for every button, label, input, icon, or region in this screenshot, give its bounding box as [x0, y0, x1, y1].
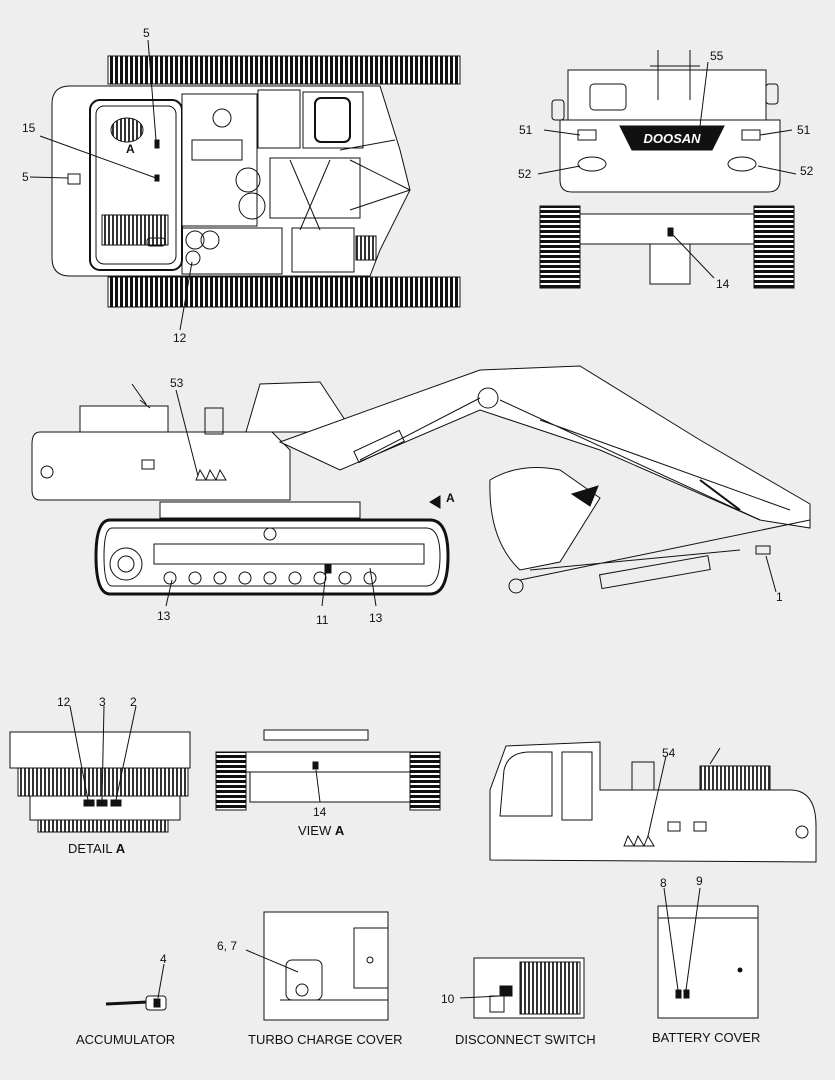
callout-51-right: 51: [797, 123, 811, 137]
detail-a-drawing: [9, 731, 191, 833]
callout-8: 8: [660, 876, 667, 890]
view-a-drawing: [215, 729, 441, 811]
callout-54: 54: [662, 746, 676, 760]
view-a-arrow-label: A: [446, 491, 455, 505]
callout-12-top: 12: [173, 331, 187, 345]
callout-15: 15: [22, 121, 36, 135]
accumulator-drawing: [105, 995, 167, 1011]
callout-view-a-marker: A: [126, 142, 135, 156]
battery-cover-drawing: [657, 905, 759, 1019]
view-a-caption: VIEW A: [298, 823, 345, 838]
callout-5-left: 5: [22, 170, 29, 184]
leader-lines: [29, 39, 797, 999]
callout-4: 4: [160, 952, 167, 966]
callout-52-right: 52: [800, 164, 814, 178]
callout-13-left: 13: [157, 609, 171, 623]
callout-6-7: 6, 7: [217, 939, 238, 953]
rear-view-drawing: DOOSAN: [539, 50, 795, 289]
callout-9: 9: [696, 874, 703, 888]
callout-55: 55: [710, 49, 724, 63]
cab-view-drawing: [489, 741, 817, 863]
callout-10: 10: [441, 992, 455, 1006]
battery-cover-caption: BATTERY COVER: [652, 1030, 761, 1045]
callout-13-right: 13: [369, 611, 383, 625]
disconnect-switch-drawing: [473, 957, 585, 1019]
doosan-logo: DOOSAN: [643, 131, 701, 146]
callout-3: 3: [99, 695, 106, 709]
callout-5-top: 5: [143, 26, 150, 40]
disconnect-switch-caption: DISCONNECT SWITCH: [455, 1032, 596, 1047]
top-view-drawing: [51, 55, 461, 308]
accumulator-caption: ACCUMULATOR: [76, 1032, 176, 1047]
side-view-drawing: [31, 365, 811, 596]
callout-12-detail: 12: [57, 695, 71, 709]
turbo-charge-cover-caption: TURBO CHARGE COVER: [248, 1032, 403, 1047]
callout-14-rear: 14: [716, 277, 730, 291]
callout-52-left: 52: [518, 167, 532, 181]
callout-51-left: 51: [519, 123, 533, 137]
callout-11: 11: [316, 613, 329, 627]
callout-14-view-a: 14: [313, 805, 327, 819]
callout-1: 1: [776, 590, 783, 604]
detail-a-caption: DETAIL A: [68, 841, 126, 856]
callout-2: 2: [130, 695, 137, 709]
callout-53: 53: [170, 376, 184, 390]
